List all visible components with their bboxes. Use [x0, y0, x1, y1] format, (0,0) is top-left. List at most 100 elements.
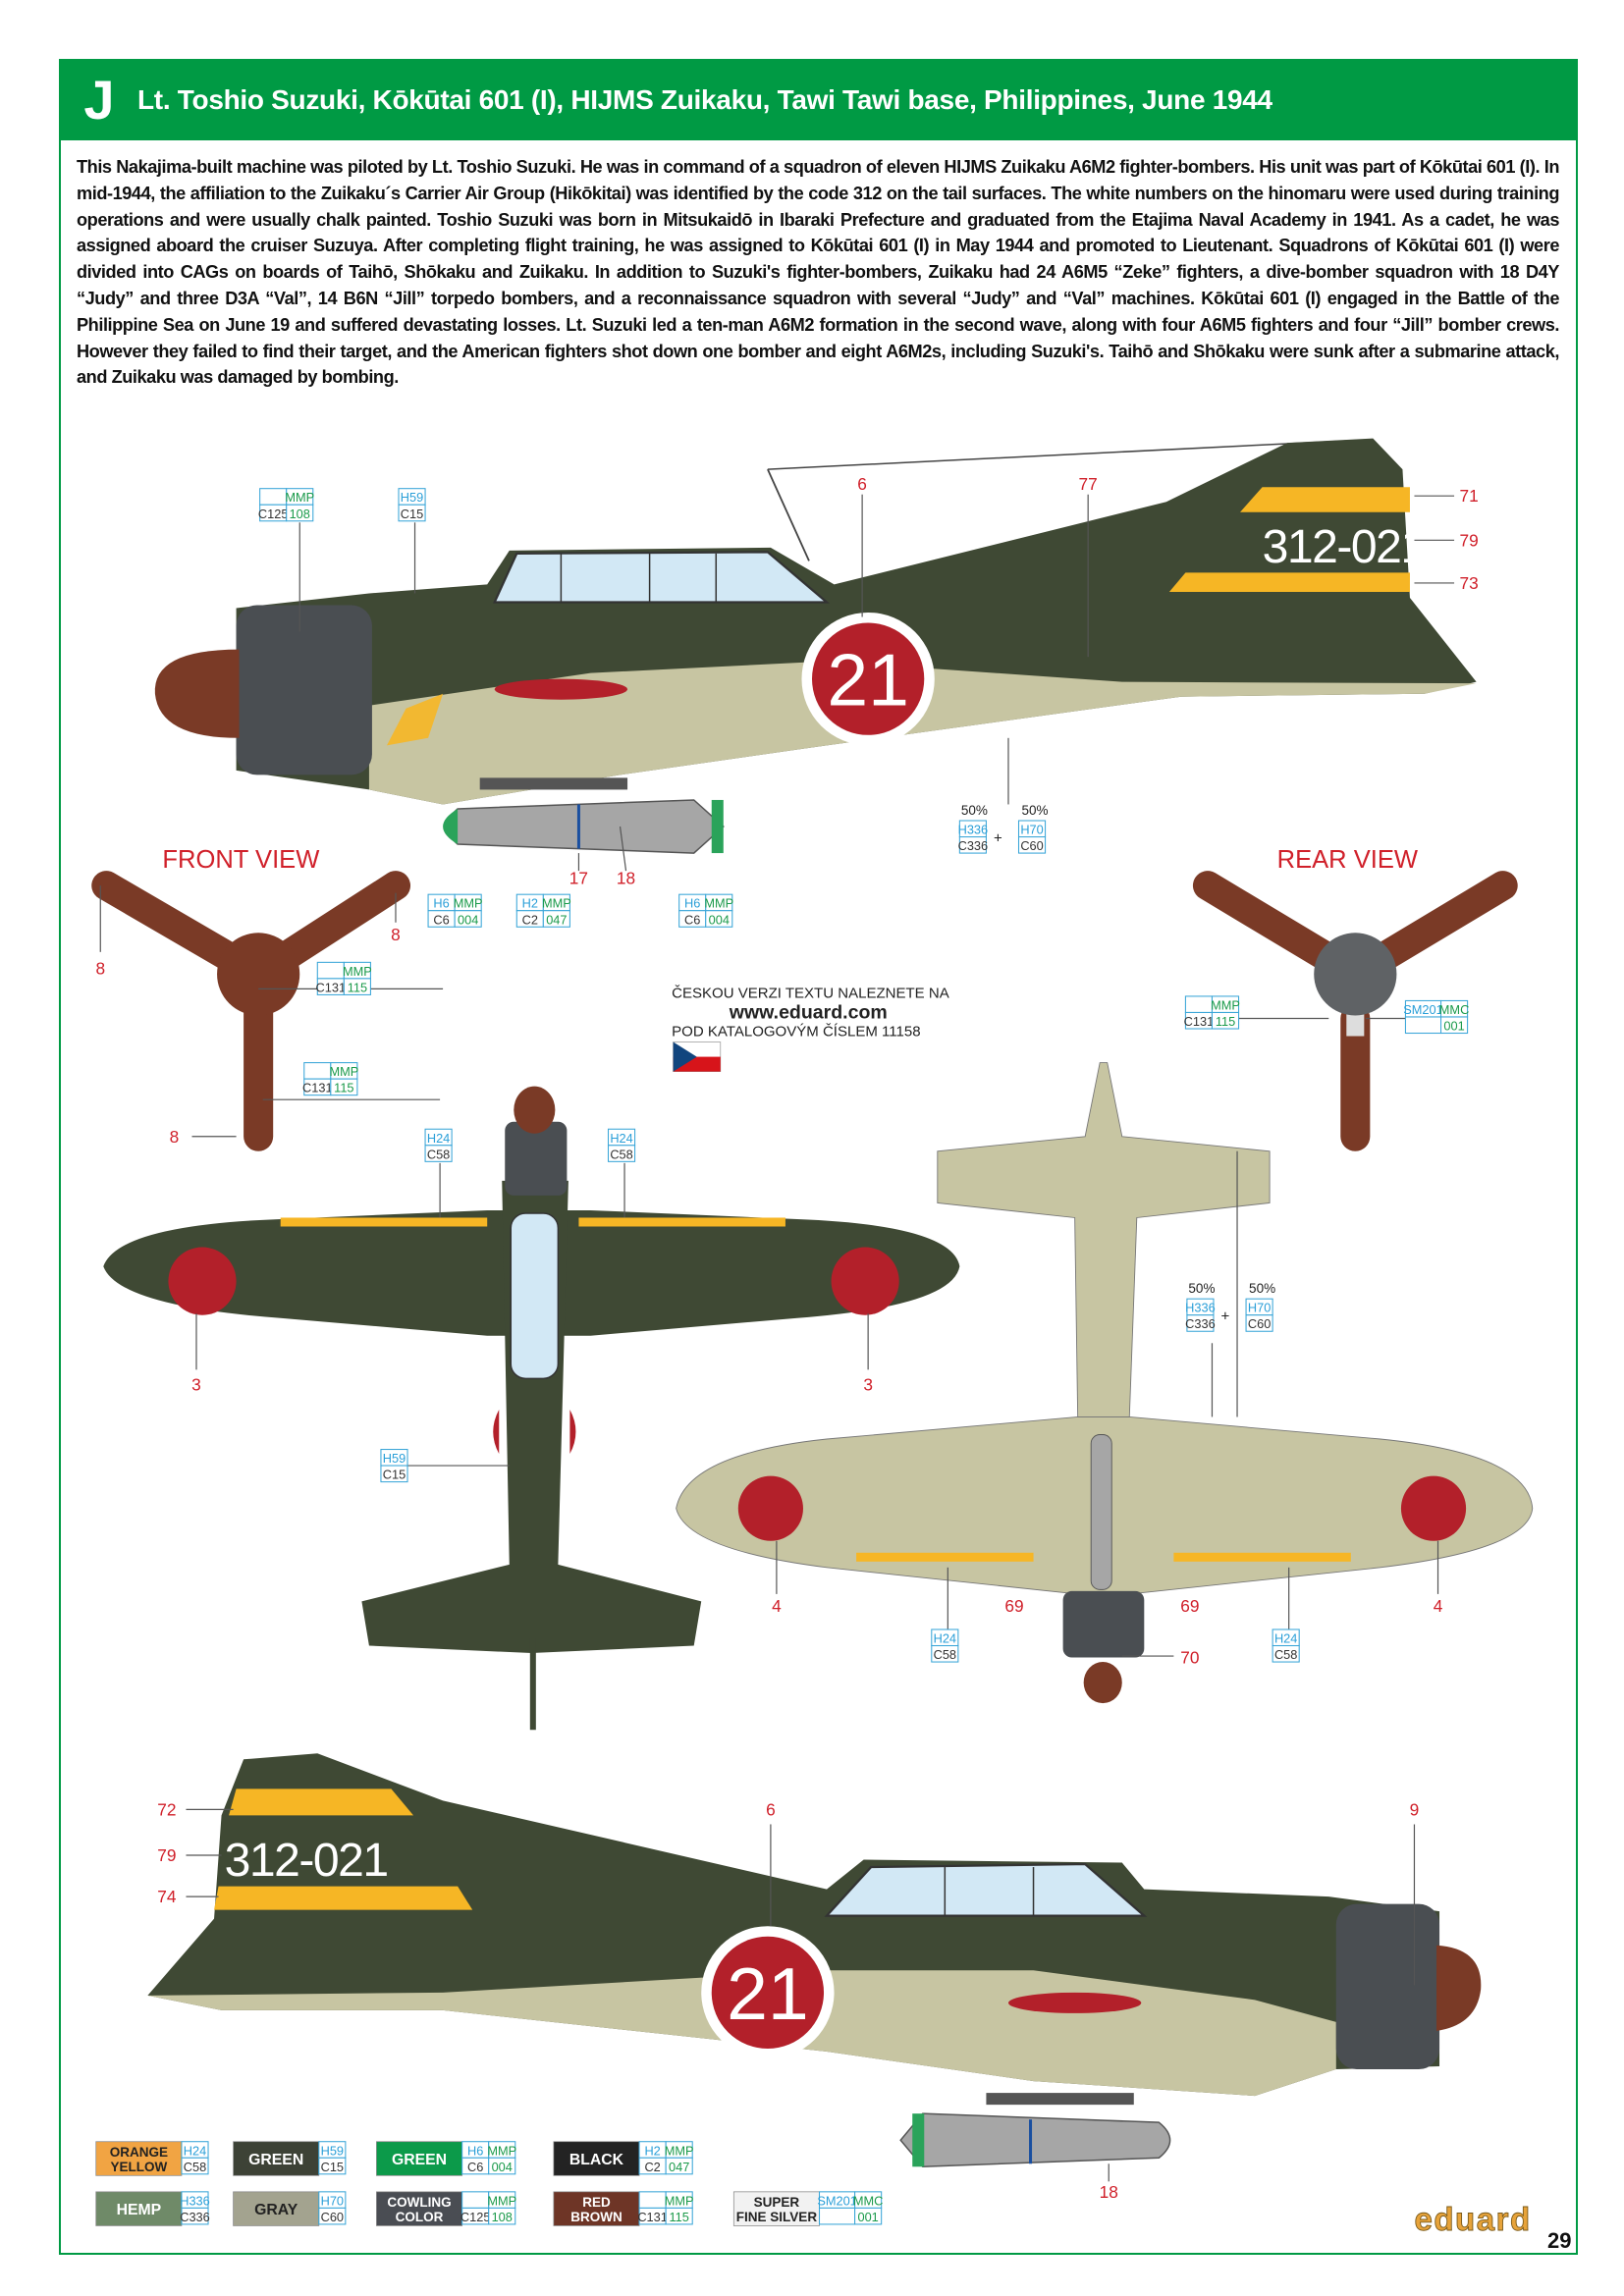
- top-view: [103, 1086, 960, 1731]
- tail-code-right: 312-021: [225, 1834, 388, 1887]
- mix-percent: 50%: [1249, 1281, 1275, 1296]
- paint-code: H24: [610, 1131, 632, 1146]
- decal-number: 79: [1459, 530, 1478, 550]
- decal-number: 17: [569, 869, 588, 888]
- eduard-logo: eduard: [1414, 2201, 1531, 2238]
- legend-color-name: SUPER: [754, 2195, 800, 2210]
- paint-code: SM201: [1403, 1002, 1442, 1017]
- legend-color-name: GRAY: [254, 2202, 298, 2218]
- side-view-left: 312-021 21: [154, 438, 1477, 854]
- paint-code: 115: [348, 980, 367, 994]
- mix-plus: +: [1220, 1308, 1229, 1325]
- paint-code: MMP: [285, 490, 314, 505]
- decal-number: 4: [772, 1596, 782, 1616]
- legend-color-name: FINE SILVER: [736, 2210, 818, 2224]
- paint-code: H24: [934, 1631, 956, 1646]
- paint-code: C336: [180, 2210, 210, 2224]
- paint-code: 047: [669, 2160, 689, 2174]
- profile-title: Lt. Toshio Suzuki, Kōkūtai 601 (I), HIJM…: [137, 83, 1272, 115]
- paint-code: MMP: [487, 2143, 516, 2158]
- paint-code: 108: [290, 507, 310, 521]
- paint-code: H336: [180, 2193, 210, 2208]
- decal-number: 18: [1100, 2182, 1118, 2202]
- paint-code: H336: [958, 823, 989, 837]
- paint-code: 047: [546, 912, 567, 927]
- paint-code: H59: [401, 490, 423, 505]
- decal-number: 6: [857, 474, 867, 494]
- paint-code: H59: [321, 2143, 344, 2158]
- paint-code: H336: [1185, 1301, 1216, 1315]
- czech-flag-icon: [673, 1041, 722, 1072]
- legend-color-name: ORANGE: [110, 2145, 168, 2160]
- paint-code: MMP: [704, 896, 733, 911]
- paint-code: C58: [427, 1147, 450, 1161]
- legend-color-name: HEMP: [117, 2202, 162, 2218]
- profile-header: J Lt. Toshio Suzuki, Kōkūtai 601 (I), HI…: [59, 59, 1578, 140]
- paint-code: C58: [934, 1647, 956, 1662]
- tail-code: 312-021: [1263, 520, 1426, 573]
- legend-color-name: RED: [582, 2195, 611, 2210]
- paint-code: C60: [321, 2210, 344, 2224]
- czech-note-url[interactable]: www.eduard.com: [729, 1001, 888, 1023]
- paint-code: C60: [1020, 838, 1043, 853]
- decal-number: 77: [1079, 474, 1098, 494]
- paint-code: C336: [1185, 1316, 1216, 1331]
- paint-code: H24: [427, 1131, 450, 1146]
- paint-code: C6: [433, 912, 449, 927]
- paint-code: H6: [467, 2143, 483, 2158]
- decal-number: 8: [95, 958, 105, 978]
- czech-note: ČESKOU VERZI TEXTU NALEZNETE NA www.edua…: [672, 985, 949, 1072]
- mix-percent: 50%: [961, 803, 988, 818]
- history-description: This Nakajima-built machine was piloted …: [77, 157, 1559, 388]
- legend-color-name: BLACK: [569, 2152, 624, 2168]
- decal-number: 72: [157, 1799, 176, 1819]
- legend-color-name: GREEN: [248, 2152, 303, 2168]
- paint-code: C125: [460, 2210, 491, 2224]
- decal-number: 4: [1434, 1596, 1443, 1616]
- paint-code: C58: [184, 2160, 206, 2174]
- paint-code: 004: [458, 912, 478, 927]
- paint-code: H6: [684, 896, 700, 911]
- paint-code: MMP: [329, 1064, 358, 1079]
- paint-callouts: C125MMP108H59C1550%50%H336C336+H70C60H6C…: [258, 488, 1470, 1663]
- page-number: 29: [1547, 2228, 1572, 2253]
- decal-number: 3: [191, 1374, 201, 1394]
- mix-plus: +: [994, 830, 1002, 847]
- paint-code: 115: [669, 2210, 688, 2224]
- paint-code: MMC: [1439, 1002, 1470, 1017]
- paint-code: C131: [1184, 1014, 1215, 1029]
- rear-view-label: REAR VIEW: [1277, 846, 1419, 874]
- paint-code: C60: [1248, 1316, 1271, 1331]
- paint-code: 001: [857, 2210, 878, 2224]
- side-view-right: 312-021 21: [147, 1753, 1482, 2168]
- eduard-logo-text: eduard: [1414, 2202, 1531, 2238]
- legend-color-name: COLOR: [396, 2210, 444, 2224]
- paint-code: H2: [644, 2143, 660, 2158]
- czech-note-line1: ČESKOU VERZI TEXTU NALEZNETE NA: [672, 985, 949, 1001]
- front-view-label: FRONT VIEW: [162, 846, 320, 874]
- paint-code: MMP: [665, 2143, 694, 2158]
- paint-code: MMP: [542, 896, 571, 911]
- paint-code: C336: [958, 838, 989, 853]
- decal-number: 79: [157, 1845, 176, 1865]
- paint-code: C58: [610, 1147, 632, 1161]
- czech-note-line2: POD KATALOGOVÝM ČÍSLEM 11158: [672, 1024, 920, 1041]
- legend-color-name: GREEN: [392, 2152, 447, 2168]
- paint-code: MMP: [665, 2193, 694, 2208]
